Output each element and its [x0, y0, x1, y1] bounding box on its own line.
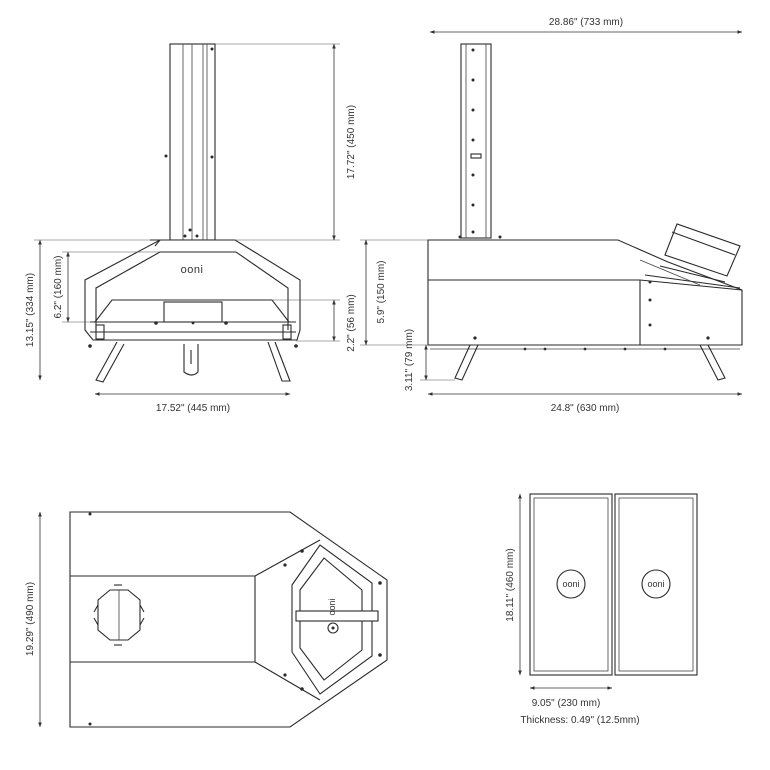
chimney-top — [93, 584, 145, 646]
leg-height-label: 3.11" (79 mm) — [404, 329, 415, 391]
stone-right-logo: ooni — [647, 579, 664, 589]
side-view: 28.86" (733 mm) 5.9" (150 mm) 3.11" (79 … — [360, 17, 743, 414]
front-width-label: 17.52" (445 mm) — [156, 403, 230, 414]
depth-overall-label: 28.86" (733 mm) — [549, 17, 623, 28]
chimney-side — [460, 43, 492, 239]
stone-length-label: 18.11" (460 mm) — [505, 548, 516, 621]
front-logo: ooni — [181, 264, 204, 276]
legs-side — [454, 336, 726, 381]
stone-thickness-label: Thickness: 0.49" (12.5mm) — [520, 715, 639, 726]
top-logo: ooni — [327, 598, 337, 615]
stone-width-label: 9.05" (230 mm) — [532, 698, 601, 709]
top-length-label: 19.29" (490 mm) — [25, 582, 36, 656]
legs-front — [95, 341, 291, 383]
door-inner-height-label: 2.2" (56 mm) — [346, 294, 357, 351]
body-length-label: 24.8" (630 mm) — [551, 403, 620, 414]
chimney-front — [164, 43, 216, 241]
oven-mouth-height-label: 5.9" (150 mm) — [376, 260, 387, 323]
stone-left-logo: ooni — [562, 579, 579, 589]
pizza-stones: ooni ooni 18.11" (460 mm) 9.05" (230 mm)… — [505, 493, 698, 726]
oven-door — [90, 299, 296, 333]
chimney-height-label: 17.72" (450 mm) — [346, 105, 357, 179]
front-view: ooni 17.72" (450 mm) 13.15" (334 mm) 6.2… — [25, 43, 357, 414]
total-height-label: 13.15" (334 mm) — [25, 273, 36, 347]
door-opening-height-label: 6.2" (160 mm) — [53, 255, 64, 318]
top-view: ooni 19.29" (490 mm) — [25, 511, 388, 728]
fuel-hopper-side — [659, 223, 741, 283]
